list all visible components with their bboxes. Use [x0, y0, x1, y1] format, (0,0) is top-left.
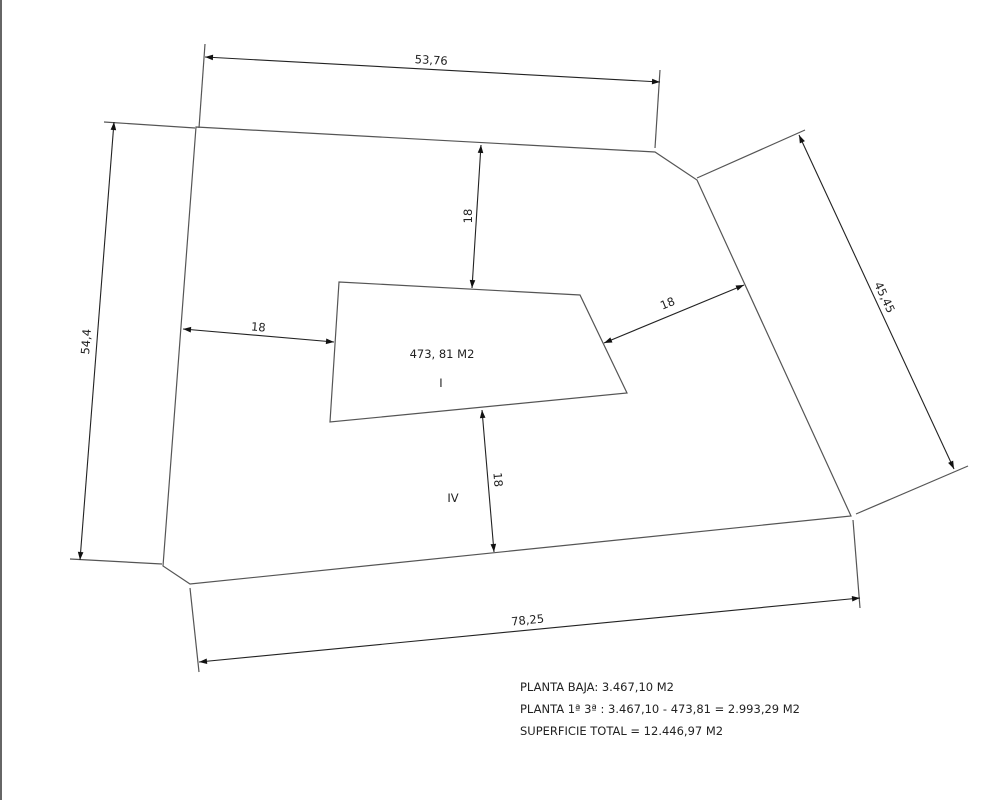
superficie-total-note: SUPERFICIE TOTAL = 12.446,97 M2 [520, 724, 724, 738]
left-dimension-line [77, 121, 117, 561]
top-dimension-line [204, 54, 661, 85]
setback-bottom-line [479, 409, 497, 553]
right-dimension-line [798, 134, 955, 470]
building-zone-label: I [439, 376, 442, 390]
setback-left-label: 18 [250, 319, 266, 334]
building-footprint [329, 281, 628, 423]
left-dimension-label: 54,4 [78, 328, 94, 355]
setback-top-label: 18 [461, 209, 475, 224]
right-dimension-label: 45,45 [871, 279, 898, 315]
building-area-label: 473, 81 M2 [410, 347, 475, 361]
planta-1-3-note: PLANTA 1ª 3ª : 3.467,10 - 473,81 = 2.993… [520, 702, 801, 716]
extension-lines [69, 43, 969, 673]
planta-baja-note: PLANTA BAJA: 3.467,10 M2 [520, 680, 674, 694]
setback-top-line [469, 144, 484, 289]
site-zone-label: IV [447, 491, 458, 505]
top-dimension-label: 53,76 [414, 52, 448, 68]
site-boundary [162, 126, 852, 585]
setback-right-line [603, 284, 745, 344]
setback-bottom-label: 18 [490, 472, 505, 488]
bottom-dimension-line [198, 595, 861, 665]
area-summary-notes: PLANTA BAJA: 3.467,10 M2 PLANTA 1ª 3ª : … [520, 680, 800, 746]
setback-left-line [182, 326, 335, 345]
bottom-dimension-label: 78,25 [511, 611, 545, 628]
setback-right-label: 18 [658, 294, 677, 312]
